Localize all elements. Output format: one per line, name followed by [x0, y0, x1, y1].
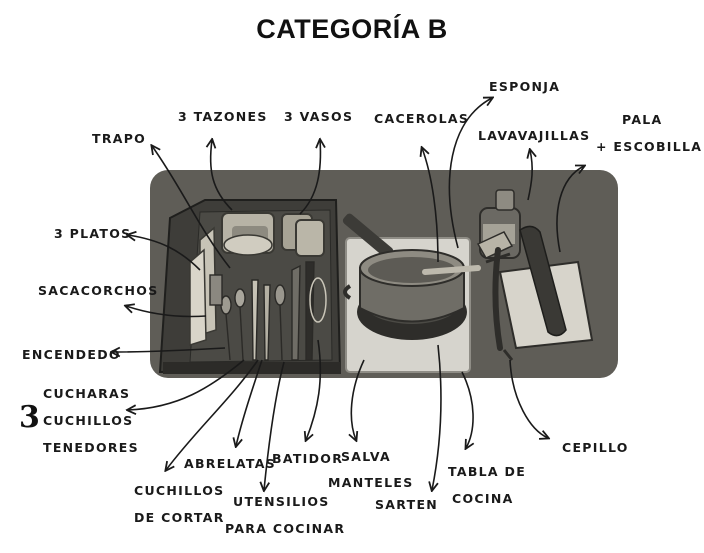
arrow-salva: [351, 359, 365, 440]
cutlery-illustration: [209, 261, 327, 361]
label-sarten: SARTEN: [375, 497, 439, 512]
label-encendedor: ENCENDEDO: [22, 347, 121, 362]
label-tabla-2: COCINA: [452, 491, 514, 506]
label-utensilios-2: PARA COCINAR: [225, 521, 346, 536]
arrow-lavavajillas: [528, 150, 532, 201]
label-cucharas: CUCHARAS: [43, 386, 131, 401]
arrow-vasos: [299, 140, 320, 215]
page-title: CATEGORÍA B: [256, 14, 448, 44]
label-cuchillos-cortar-1: CUCHILLOS: [134, 483, 225, 498]
arrow-esponja: [448, 98, 492, 249]
label-manteles: MANTELES: [328, 475, 414, 490]
label-vasos: 3 VASOS: [284, 109, 354, 124]
label-esponja: ESPONJA: [489, 79, 561, 94]
arrow-sacacorchos: [126, 306, 207, 318]
label-trapo: TRAPO: [92, 131, 147, 146]
cubiertos-count: 3: [19, 400, 40, 435]
arrow-tazones: [211, 140, 233, 211]
arrow-batidor: [306, 339, 322, 440]
arrow-encendedor: [112, 348, 226, 352]
label-tenedores: TENEDORES: [43, 440, 139, 455]
arrow-trapo: [152, 146, 231, 269]
annotation-arrows: [112, 98, 584, 490]
arrow-tabla: [461, 371, 473, 448]
arrow-cepillo: [509, 359, 548, 438]
dustpan-illustration: [498, 225, 594, 361]
arrow-pala: [556, 166, 584, 253]
label-escobilla: + ESCOBILLA: [596, 139, 703, 154]
plates-illustration: [189, 226, 217, 347]
brush-illustration: [476, 231, 514, 351]
label-abrelatas: ABRELATAS: [184, 456, 276, 471]
bowls-illustration: [221, 212, 275, 256]
arrow-abrelatas: [236, 359, 263, 446]
label-platos: 3 PLATOS: [54, 226, 132, 241]
label-tazones: 3 TAZONES: [178, 109, 268, 124]
arrow-cubiertos: [128, 359, 245, 410]
label-lavavajillas: LAVAVAJILLAS: [478, 128, 591, 143]
label-sacacorchos: SACACORCHOS: [38, 283, 159, 298]
arrow-utensilios: [264, 361, 285, 490]
arrow-sarten: [432, 344, 442, 490]
label-tabla-1: TABLA DE: [448, 464, 527, 479]
label-batidor: BATIDOR: [272, 451, 344, 466]
label-cepillo: CEPILLO: [562, 440, 629, 455]
arrow-cuchillos-cortar: [166, 359, 259, 470]
label-utensilios-1: UTENSILIOS: [233, 494, 330, 509]
label-cuchillos-cortar-2: DE CORTAR: [134, 510, 225, 525]
label-salva: SALVA: [341, 449, 391, 464]
pot-illustration: [342, 213, 481, 340]
cups-illustration: [281, 213, 325, 257]
label-pala: PALA: [622, 112, 663, 127]
label-cacerolas: CACEROLAS: [374, 111, 470, 126]
label-cuchillos: CUCHILLOS: [43, 413, 134, 428]
arrow-cacerolas: [422, 148, 439, 263]
arrow-platos: [128, 235, 201, 271]
